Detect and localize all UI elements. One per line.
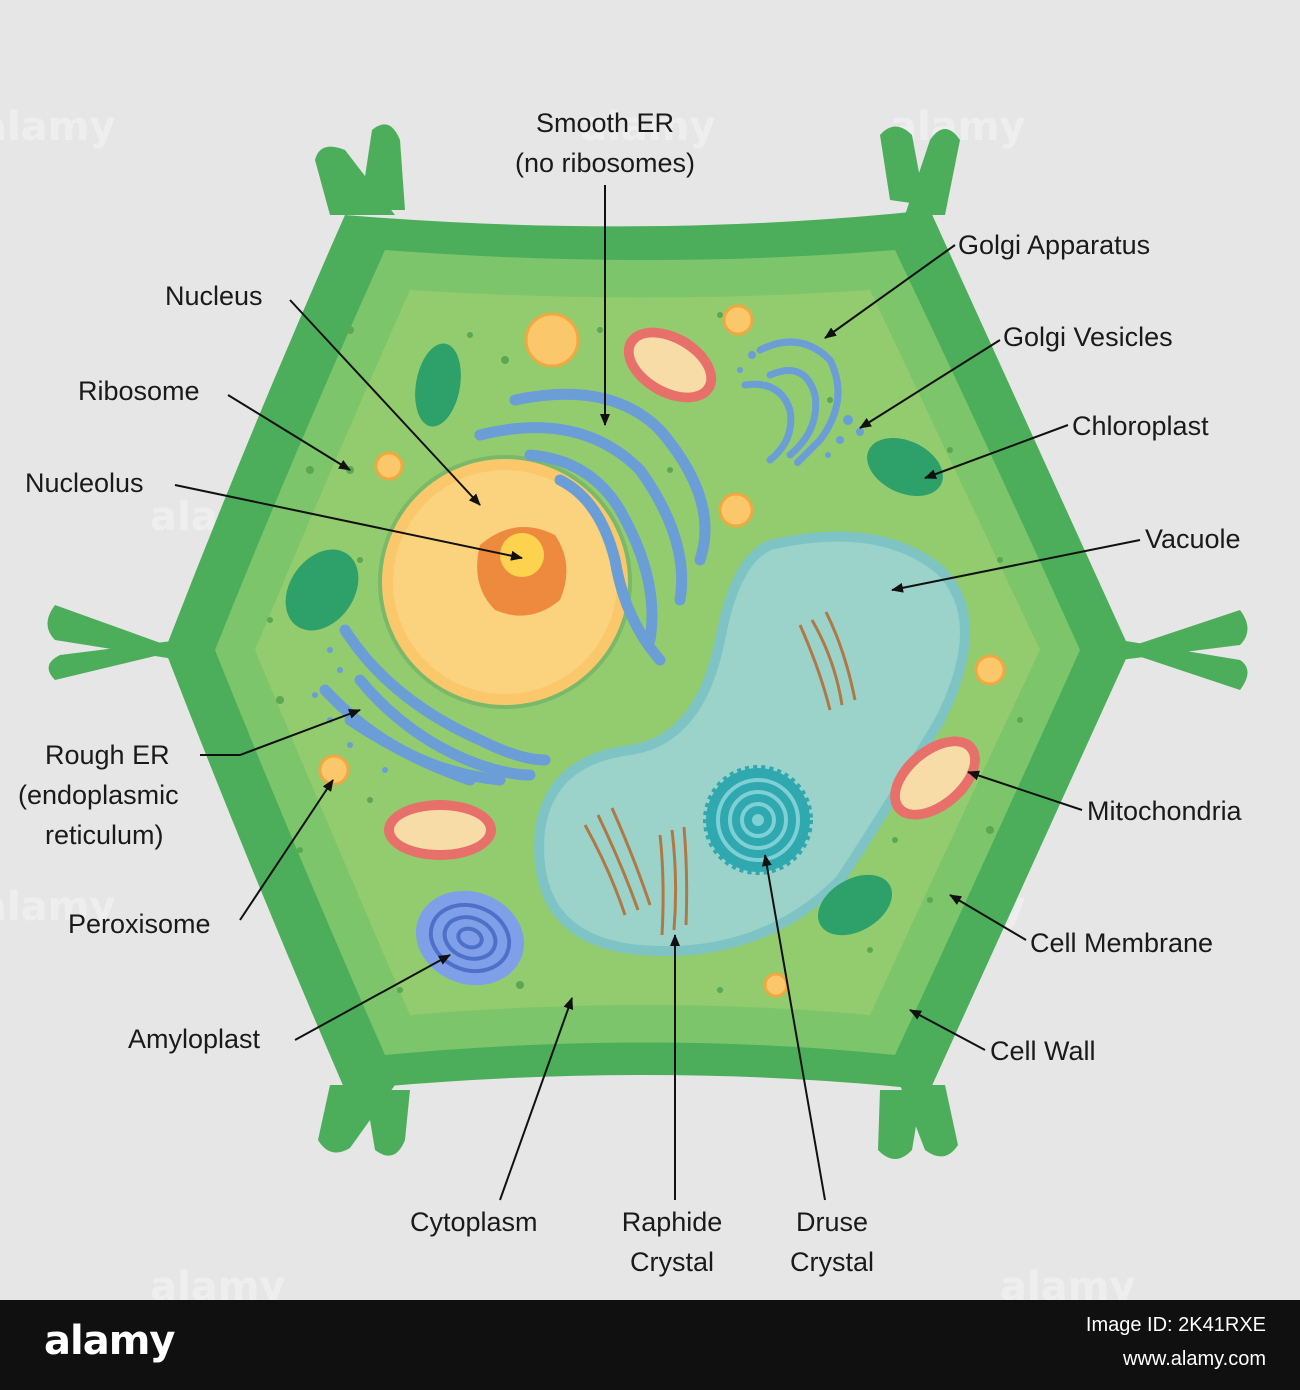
rough-er-ribosomes	[312, 647, 388, 773]
rough-er	[319, 624, 551, 786]
golgi-vesicles	[737, 351, 864, 458]
label-raphide-sub: Crystal	[630, 1247, 714, 1277]
label-golgi-apparatus: Golgi Apparatus	[958, 230, 1150, 260]
label-rough-er-sub1: (endoplasmic	[18, 780, 179, 810]
svg-text:alamy: alamy	[0, 104, 115, 150]
label-raphide: Raphide	[622, 1207, 723, 1237]
leader-lines	[174, 185, 1141, 1201]
arrow-rough-er	[200, 709, 361, 756]
raphide-crystals	[583, 611, 857, 936]
vacuole	[534, 531, 970, 957]
svg-text:alamy: alamy	[0, 884, 115, 930]
plant-cell-diagram: alamy alamy alamy alamy alamy alamy alam…	[0, 104, 1248, 1300]
footer-brand-logo: alamy	[44, 1318, 175, 1364]
svg-text:alamy: alamy	[150, 1264, 285, 1300]
arrow-peroxisome	[239, 779, 334, 921]
label-nucleus: Nucleus	[165, 281, 263, 311]
footer-image-id: Image ID: 2K41RXE	[1085, 1314, 1266, 1336]
label-rough-er-sub2: reticulum)	[45, 820, 164, 850]
label-cell-membrane: Cell Membrane	[1030, 928, 1213, 958]
svg-text:alamy: alamy	[580, 104, 715, 150]
smooth-er	[474, 388, 711, 666]
label-cell-wall: Cell Wall	[990, 1036, 1096, 1066]
chloroplasts	[285, 343, 943, 936]
label-nucleolus: Nucleolus	[25, 468, 144, 498]
label-ribosome: Ribosome	[78, 376, 200, 406]
druse-crystal	[703, 765, 813, 875]
label-smooth-er-sub: (no ribosomes)	[515, 148, 695, 178]
arrow-amyloplast	[294, 954, 451, 1041]
label-druse: Druse	[796, 1207, 868, 1237]
mitochondria	[384, 327, 980, 860]
arrow-mitochondria	[967, 770, 1083, 811]
labels: Smooth ER (no ribosomes) Golgi Apparatus…	[18, 108, 1243, 1277]
arrow-druse	[761, 854, 826, 1201]
arrow-vacuole	[891, 539, 1141, 593]
label-chloroplast: Chloroplast	[1072, 411, 1209, 441]
label-amyloplast: Amyloplast	[128, 1024, 261, 1054]
arrow-golgi-vesicles	[859, 339, 1001, 429]
label-smooth-er: Smooth ER	[536, 108, 674, 138]
nucleus	[378, 455, 632, 709]
arrow-ribosome	[227, 394, 351, 471]
arrow-cell-membrane	[949, 894, 1027, 941]
arrow-nucleolus	[174, 484, 523, 561]
label-golgi-vesicles: Golgi Vesicles	[1003, 322, 1173, 352]
arrow-cytoplasm	[499, 997, 574, 1201]
peroxisomes	[318, 304, 1006, 998]
arrow-cell-wall	[909, 1009, 986, 1051]
arrow-nucleus	[289, 299, 481, 506]
footer-site-link[interactable]: www.alamy.com	[1123, 1348, 1266, 1370]
arrow-golgi-apparatus	[824, 244, 956, 339]
diagram-svg: alamy alamy alamy alamy alamy alamy alam…	[0, 104, 1248, 1300]
label-rough-er: Rough ER	[45, 740, 170, 770]
label-druse-sub: Crystal	[790, 1247, 874, 1277]
label-peroxisome: Peroxisome	[68, 909, 211, 939]
label-cytoplasm: Cytoplasm	[410, 1207, 538, 1237]
label-vacuole: Vacuole	[1145, 524, 1241, 554]
label-mitochondria: Mitochondria	[1087, 796, 1243, 826]
golgi-apparatus	[741, 338, 842, 466]
footer-bar: alamy Image ID: 2K41RXE www.alamy.com	[0, 1300, 1300, 1390]
cytoplasm-dots	[267, 312, 1023, 993]
arrow-chloroplast	[924, 424, 1069, 479]
cell-wall-extensions	[47, 124, 1248, 1159]
svg-text:alamy: alamy	[1000, 1264, 1135, 1300]
